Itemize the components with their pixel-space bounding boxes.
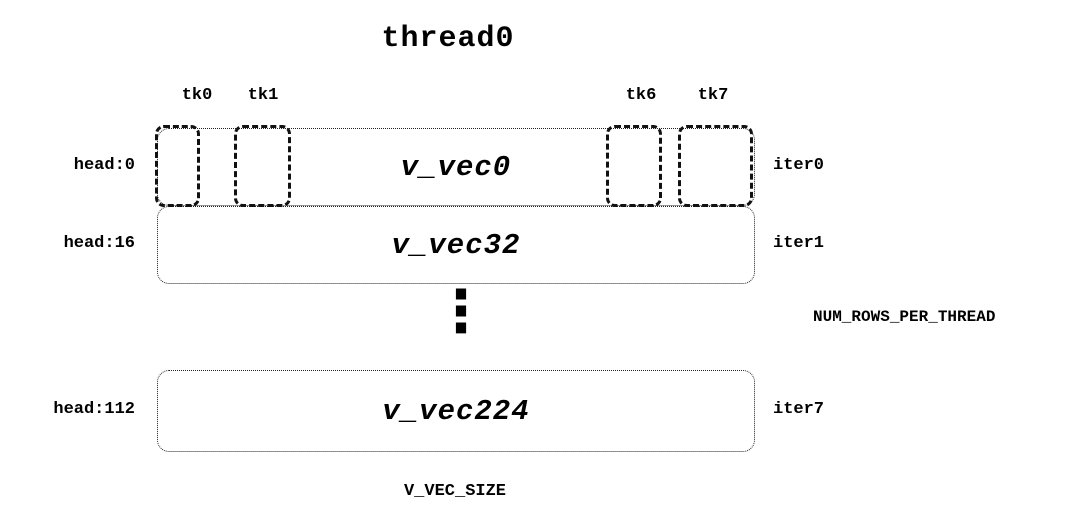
vector-register-label-iter0: v_vec0: [400, 150, 512, 184]
tk1-label: tk1: [247, 86, 279, 105]
diagram-title: thread0: [381, 22, 515, 56]
head-offset-label-row1: head:16: [63, 234, 135, 253]
tk7-label: tk7: [697, 86, 729, 105]
vertical-ellipsis: ⋮: [432, 277, 490, 345]
head-offset-label-row0: head:0: [73, 156, 135, 175]
vector-row-box-iter0: v_vec0: [157, 128, 755, 206]
iter-label-0: iter0: [773, 156, 825, 175]
iter-label-7: iter7: [773, 400, 825, 419]
tk0-element-box: [155, 125, 200, 207]
v-vec-size-label: V_VEC_SIZE: [403, 482, 507, 501]
tk0-label: tk0: [181, 86, 213, 105]
num-rows-per-thread-annotation: NUM_ROWS_PER_THREAD: [813, 308, 996, 326]
tk7-element-box: [678, 125, 753, 207]
vector-register-label-iter7: v_vec224: [382, 394, 530, 428]
tk6-element-box: [606, 125, 662, 207]
tk1-element-box: [234, 125, 291, 207]
head-offset-label-row2: head:112: [53, 400, 135, 419]
tk6-label: tk6: [625, 86, 657, 105]
vector-row-box-iter7: v_vec224: [157, 370, 755, 452]
vector-row-box-iter1: v_vec32: [157, 206, 755, 284]
vector-register-label-iter1: v_vec32: [391, 228, 521, 262]
iter-label-1: iter1: [773, 234, 825, 253]
